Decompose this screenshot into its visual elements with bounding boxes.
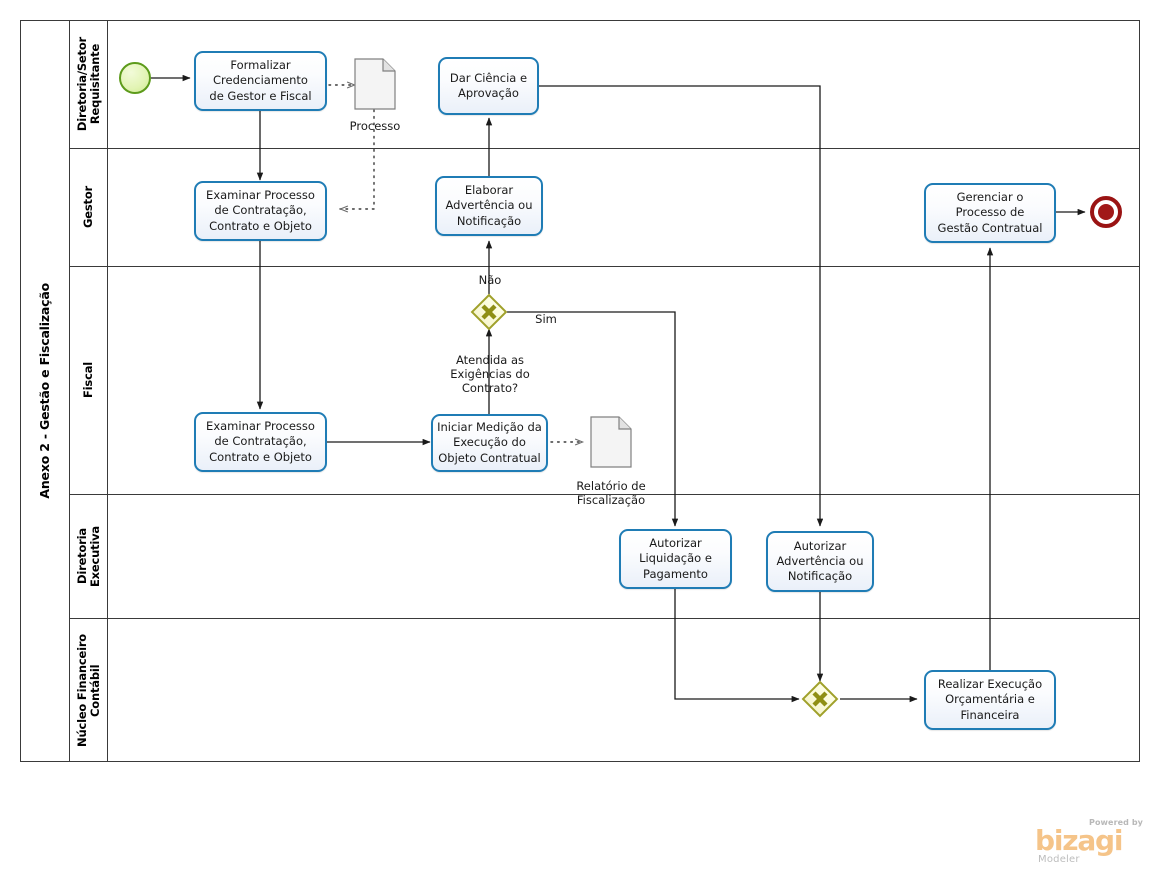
task-autorizar-liquidacao[interactable]: Autorizar Liquidação e Pagamento bbox=[619, 529, 732, 589]
bizagi-logo: Powered by bizagi Modeler bbox=[1035, 818, 1145, 866]
flow-label-nao: Não bbox=[478, 273, 502, 287]
task-iniciar-medicao[interactable]: Iniciar Medição da Execução do Objeto Co… bbox=[431, 414, 548, 472]
gateway-atendida-exigencias[interactable] bbox=[470, 293, 508, 331]
task-autorizar-advertencia[interactable]: Autorizar Advertência ou Notificação bbox=[766, 531, 874, 592]
task-examinar-processo-gestor[interactable]: Examinar Processo de Contratação, Contra… bbox=[194, 181, 327, 241]
task-dar-ciencia-aprovacao[interactable]: Dar Ciência e Aprovação bbox=[438, 57, 539, 115]
task-autorizar-advertencia-label: Autorizar Advertência ou Notificação bbox=[776, 538, 864, 584]
task-formalizar-credenciamento[interactable]: Formalizar Credenciamento de Gestor e Fi… bbox=[194, 51, 327, 111]
flow-autorizar-liquidacao-to-merge bbox=[674, 589, 800, 703]
data-object-relatorio-fiscalizacao[interactable] bbox=[590, 416, 632, 468]
lane-diretoria-setor-requisitante: Diretoria/Setor Requisitante bbox=[70, 20, 1140, 148]
lane-separator-1 bbox=[70, 148, 1140, 149]
gateway-x-icon bbox=[481, 304, 497, 320]
data-object-processo-label: Processo bbox=[349, 119, 401, 133]
lane-diretoria-executiva: Diretoria Executiva bbox=[70, 494, 1140, 618]
flow-gateway-sim-to-autorizar-liquidacao bbox=[507, 311, 679, 527]
bizagi-wordmark: bizagi bbox=[1035, 824, 1123, 857]
bizagi-edition-label: Modeler bbox=[1038, 854, 1080, 865]
end-event[interactable] bbox=[1090, 196, 1122, 228]
flow-label-sim: Sim bbox=[535, 312, 557, 326]
task-examinar-processo-gestor-label: Examinar Processo de Contratação, Contra… bbox=[206, 188, 315, 233]
powered-by-label: Powered by bbox=[1089, 818, 1143, 827]
lane-separator-2 bbox=[70, 266, 1140, 267]
lane-separator-4 bbox=[70, 618, 1140, 619]
task-gerenciar-processo[interactable]: Gerenciar o Processo de Gestão Contratua… bbox=[924, 183, 1056, 243]
task-elaborar-advertencia-label: Elaborar Advertência ou Notificação bbox=[445, 183, 533, 228]
lane-nucleo-financeiro-contabil: Núcleo Financeiro Contábil bbox=[70, 618, 1140, 762]
flow-dar-ciencia-to-autorizar-advertencia bbox=[538, 85, 824, 527]
gateway-x-icon bbox=[812, 691, 828, 707]
pool-frame bbox=[20, 20, 1140, 762]
assoc-processo-to-examinar-gestor bbox=[340, 109, 375, 209]
gateway-label-atendida-exigencias: Atendida as Exigências do Contrato? bbox=[450, 353, 530, 395]
task-examinar-processo-fiscal[interactable]: Examinar Processo de Contratação, Contra… bbox=[194, 412, 327, 472]
task-dar-ciencia-aprovacao-label: Dar Ciência e Aprovação bbox=[449, 70, 528, 100]
task-realizar-execucao[interactable]: Realizar Execução Orçamentária e Finance… bbox=[924, 670, 1056, 730]
lane-header-diretoria-setor-requisitante: Diretoria/Setor Requisitante bbox=[70, 20, 108, 148]
task-autorizar-liquidacao-label: Autorizar Liquidação e Pagamento bbox=[639, 536, 712, 581]
lane-gestor: Gestor bbox=[70, 148, 1140, 266]
start-event[interactable] bbox=[119, 62, 151, 94]
task-realizar-execucao-label: Realizar Execução Orçamentária e Finance… bbox=[937, 677, 1043, 722]
lane-fiscal: Fiscal bbox=[70, 266, 1140, 494]
lane-separator-3 bbox=[70, 494, 1140, 495]
data-object-relatorio-fiscalizacao-label: Relatório de Fiscalização bbox=[576, 479, 646, 507]
task-iniciar-medicao-label: Iniciar Medição da Execução do Objeto Co… bbox=[437, 420, 542, 465]
document-icon bbox=[590, 416, 632, 468]
task-elaborar-advertencia[interactable]: Elaborar Advertência ou Notificação bbox=[435, 176, 543, 236]
lane-header-fiscal: Fiscal bbox=[70, 266, 108, 494]
lane-header-gestor: Gestor bbox=[70, 148, 108, 266]
task-examinar-processo-fiscal-label: Examinar Processo de Contratação, Contra… bbox=[206, 419, 315, 464]
document-icon bbox=[354, 58, 396, 110]
pool-title: Anexo 2 - Gestão e Fiscalização bbox=[20, 20, 70, 762]
lane-header-diretoria-executiva: Diretoria Executiva bbox=[70, 494, 108, 618]
gateway-merge[interactable] bbox=[801, 680, 839, 718]
data-object-processo[interactable] bbox=[354, 58, 396, 110]
lane-header-nucleo-financeiro-contabil: Núcleo Financeiro Contábil bbox=[70, 618, 108, 762]
task-formalizar-credenciamento-label: Formalizar Credenciamento de Gestor e Fi… bbox=[209, 58, 312, 103]
task-gerenciar-processo-label: Gerenciar o Processo de Gestão Contratua… bbox=[937, 190, 1043, 235]
